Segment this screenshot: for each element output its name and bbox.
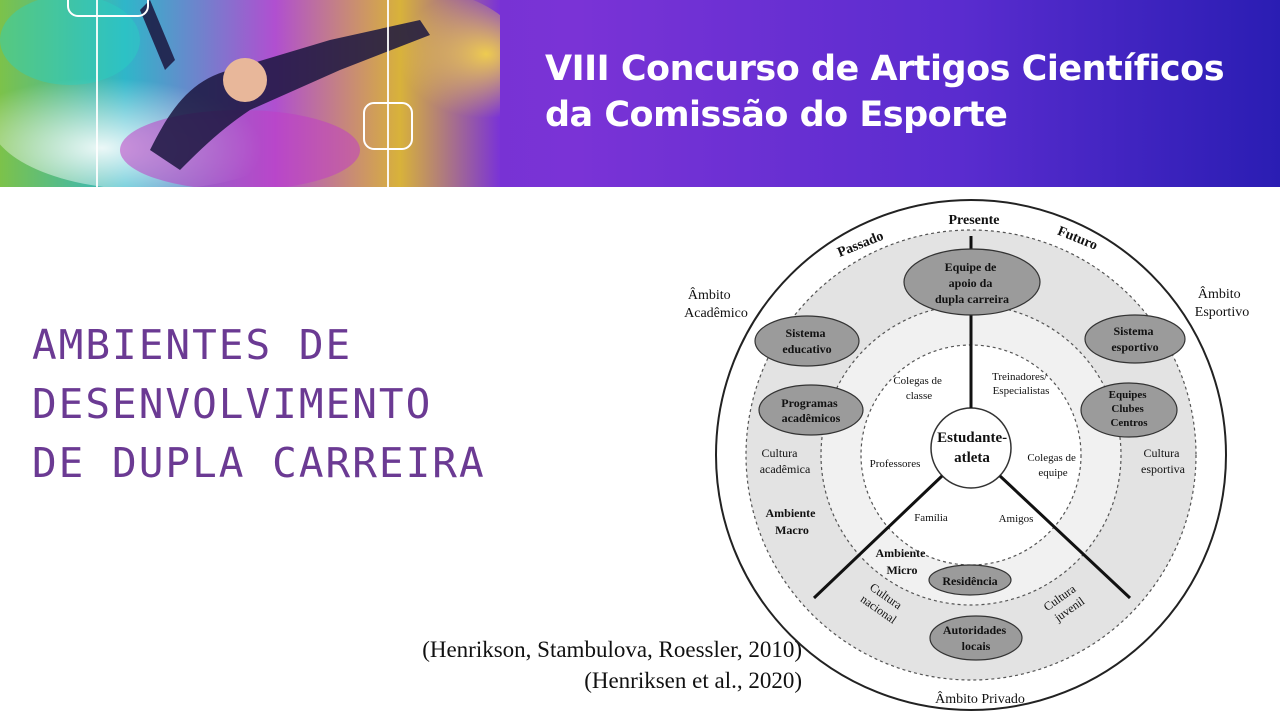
svg-text:Sistema esportivo: Sistema esportivo — [1111, 324, 1158, 354]
label-ambito-privado: Âmbito Privado — [935, 690, 1025, 707]
node-autoridades-locais: Autoridades locais — [929, 615, 1023, 661]
slide-title-line-1: AMBIENTES DE — [32, 321, 353, 369]
svg-text:Autoridades locais: Autoridades locais — [943, 623, 1009, 653]
divider-left — [812, 474, 944, 600]
citation-2: (Henriksen et al., 2020) — [584, 668, 802, 693]
label-ambito-academico: Âmbito Acadêmico — [684, 286, 748, 321]
label-ambito-esportivo: Âmbito Esportivo — [1195, 285, 1249, 320]
svg-text:Residência: Residência — [942, 574, 997, 588]
dual-career-diagram: Presente Passado Futuro Âmbito Acadêmico… — [684, 199, 1249, 711]
banner-title: VIII Concurso de Artigos Científicos da … — [545, 46, 1245, 138]
label-ambiente-micro: Ambiente Micro — [876, 546, 929, 577]
banner-title-line-2: da Comissão do Esporte — [545, 95, 1008, 135]
node-programas-academicos: Programas acadêmicos — [758, 384, 864, 436]
label-treinadores: Treinadores/ Especialistas — [992, 371, 1050, 397]
node-sistema-esportivo: Sistema esportivo — [1084, 314, 1186, 364]
svg-text:Equipe de apoio da: Equipe de apoio da dupla carreira — [935, 260, 1009, 306]
svg-text:Programas acadêmicos: Programas acadêmicos — [781, 396, 840, 425]
divider-right — [998, 474, 1132, 600]
slide-title: AMBIENTES DE DESENVOLVIMENTO DE DUPLA CA… — [32, 316, 632, 493]
citation-1: (Henrikson, Stambulova, Roessler, 2010) — [422, 637, 802, 662]
label-amigos: Amigos — [999, 513, 1034, 525]
gymnast-banner-image — [0, 0, 500, 187]
label-colegas-equipe: Colegas de equipe — [1027, 452, 1078, 479]
header-banner: VIII Concurso de Artigos Científicos da … — [0, 0, 1280, 187]
label-cultura-academica: Cultura acadêmica — [760, 446, 811, 476]
node-equipes-clubes: Equipes Clubes Centros — [1080, 382, 1178, 438]
node-equipe-apoio: Equipe de apoio da dupla carreira — [903, 248, 1041, 316]
label-colegas-classe: Colegas de classe — [893, 375, 944, 402]
label-ambiente-macro: Ambiente Macro — [766, 506, 819, 537]
center-circle — [930, 407, 1012, 489]
label-presente: Presente — [948, 213, 999, 228]
banner-title-line-1: VIII Concurso de Artigos Científicos — [545, 49, 1225, 89]
svg-text:Sistema educativo: Sistema educativo — [782, 326, 831, 356]
label-cultura-esportiva: Cultura esportiva — [1141, 446, 1186, 476]
label-estudante-atleta: Estudante- atleta — [937, 430, 1011, 466]
slide-title-line-3: DE DUPLA CARREIRA — [32, 439, 486, 487]
node-sistema-educativo: Sistema educativo — [754, 315, 860, 367]
label-professores: Professores — [870, 458, 921, 470]
svg-text:Equipes Clubes Cen: Equipes Clubes Centros — [1109, 389, 1150, 429]
node-residencia: Residência — [928, 564, 1012, 596]
slide-title-line-2: DESENVOLVIMENTO — [32, 380, 433, 428]
label-familia: Família — [914, 512, 948, 524]
